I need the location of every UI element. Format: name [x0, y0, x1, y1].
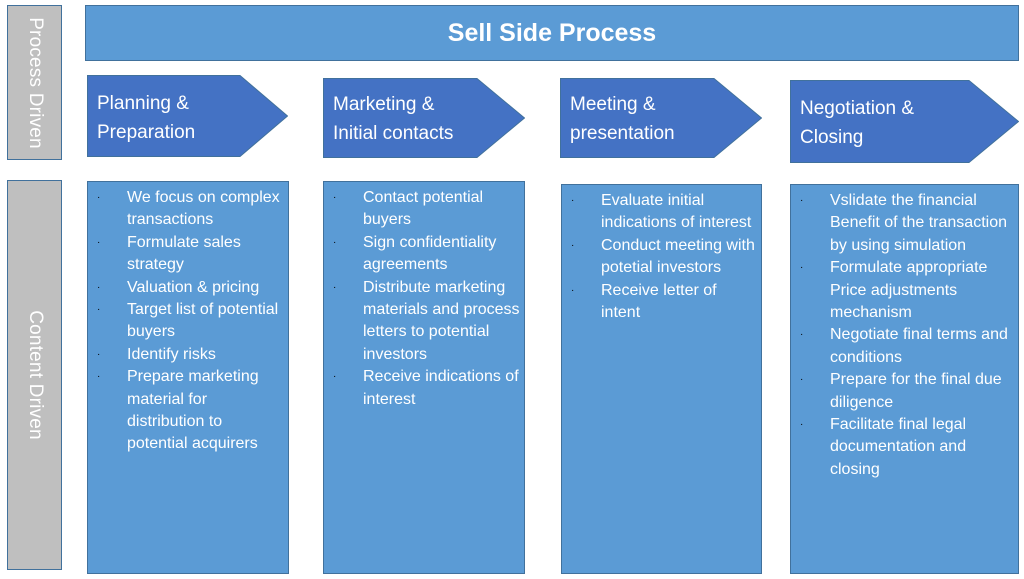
stage-arrow: Meeting & presentation: [560, 78, 762, 158]
list-item-text: Receive letter of intent: [601, 281, 717, 322]
bullet-icon: ·: [800, 195, 804, 206]
arrow-polygon: [87, 75, 288, 157]
process-driven-text: Process Driven: [24, 16, 46, 149]
process-driven-label: Process Driven: [7, 5, 62, 160]
list-item: · Formulate sales strategy: [88, 232, 288, 277]
list-item: · Valuation & pricing: [88, 277, 288, 299]
stage-title: Meeting & presentation: [570, 94, 675, 144]
list-item-text: Contact potential buyers: [363, 189, 484, 229]
arrow-polygon: [323, 78, 525, 158]
list-item: · Receive indications of interest: [324, 366, 524, 411]
list-item-text: Negotiate final terms and conditions: [830, 326, 1008, 366]
list-item: · Receive letter of intent: [562, 280, 761, 325]
title-banner: Sell Side Process: [85, 5, 1019, 61]
list-item: · Vslidate the financial Benefit of the t…: [791, 190, 1018, 257]
stage-task-list: · Evaluate initial indications of interes…: [562, 190, 761, 324]
arrow-polygon: [560, 78, 762, 158]
arrow-shape: [323, 78, 525, 158]
bullet-icon: ·: [97, 371, 101, 383]
stage-task-list: · Vslidate the financial Benefit of the t…: [791, 190, 1018, 481]
stage-arrow: Planning & Preparation: [87, 75, 288, 157]
bullet-icon: ·: [800, 262, 804, 274]
list-item: · Evaluate initial indications of interes…: [562, 190, 761, 235]
content-driven-text: Content Driven: [24, 310, 46, 440]
stage-title: Planning & Preparation: [97, 93, 196, 143]
stage-title: Marketing & Initial contacts: [333, 94, 454, 144]
list-item: · Negotiate final terms and conditions: [791, 324, 1018, 369]
list-item-text: Evaluate initial indications of interest: [601, 192, 752, 232]
list-item: · We focus on complex transactions: [88, 187, 288, 232]
list-item: · Target list of potential buyers: [88, 299, 288, 344]
arrow-shape: [87, 75, 288, 157]
list-item: · Contact potential buyers: [324, 187, 524, 232]
bullet-icon: ·: [333, 371, 337, 383]
stage-task-list: · Contact potential buyers · Sign confident…: [324, 187, 524, 411]
stage-content-box: · Evaluate initial indications of interes…: [561, 184, 762, 574]
list-item: · Prepare marketing material for distribu…: [88, 366, 288, 456]
bullet-icon: ·: [571, 239, 575, 251]
stage-arrow: Negotiation & Closing: [790, 80, 1019, 163]
list-item-text: Conduct meeting with potetial investors: [601, 236, 755, 277]
stage-content-box: · Contact potential buyers · Sign confident…: [323, 181, 525, 574]
list-item: · Formulate appropriate Price adjustments…: [791, 257, 1018, 324]
bullet-icon: ·: [97, 348, 101, 360]
list-item-text: We focus on complex transactions: [127, 189, 280, 229]
stage-content-box: · We focus on complex transactions · Formul…: [87, 181, 289, 574]
list-item-text: Facilitate final legal documentation and…: [830, 416, 967, 478]
bullet-icon: ·: [97, 281, 101, 293]
list-item: · Distribute marketing materials and proc…: [324, 277, 524, 367]
list-item-text: Formulate appropriate Price adjustments …: [830, 259, 988, 322]
stage-title: Negotiation & Closing: [800, 98, 915, 148]
content-driven-label: Content Driven: [7, 180, 62, 570]
list-item-text: Prepare marketing material for distribut…: [127, 368, 259, 453]
list-item: · Facilitate final legal documentation an…: [791, 414, 1018, 481]
list-item: · Identify risks: [88, 344, 288, 366]
bullet-icon: ·: [97, 236, 101, 248]
list-item-text: Prepare for the final due diligence: [830, 371, 1002, 411]
bullet-icon: ·: [97, 304, 101, 316]
list-item: · Conduct meeting with potetial investors: [562, 235, 761, 280]
diagram-title: Sell Side Process: [447, 18, 657, 47]
arrow-polygon: [790, 80, 1019, 163]
list-item-text: Target list of potential buyers: [127, 301, 279, 341]
bullet-icon: ·: [800, 374, 804, 386]
bullet-icon: ·: [333, 281, 337, 293]
bullet-icon: ·: [333, 192, 337, 203]
list-item-text: Sign confidentiality agreements: [363, 233, 497, 274]
list-item-text: Vslidate the financial Benefit of the tr…: [830, 192, 1007, 254]
stage-arrow: Marketing & Initial contacts: [323, 78, 525, 158]
bullet-icon: ·: [800, 329, 804, 341]
arrow-shape: [790, 80, 1019, 163]
bullet-icon: ·: [800, 419, 804, 431]
list-item: · Prepare for the final due diligence: [791, 369, 1018, 414]
bullet-icon: ·: [571, 195, 575, 206]
bullet-icon: ·: [97, 192, 101, 203]
stage-content-box: · Vslidate the financial Benefit of the t…: [790, 184, 1019, 574]
list-item: · Sign confidentiality agreements: [324, 232, 524, 277]
arrow-shape: [560, 78, 762, 158]
stage-task-list: · We focus on complex transactions · Formul…: [88, 187, 288, 456]
list-item-text: Valuation & pricing: [127, 278, 260, 296]
list-item-text: Formulate sales strategy: [127, 233, 241, 274]
bullet-icon: ·: [571, 284, 575, 296]
list-item-text: Receive indications of interest: [363, 368, 519, 408]
list-item-text: Distribute marketing materials and proce…: [363, 278, 520, 363]
bullet-icon: ·: [333, 236, 337, 248]
list-item-text: Identify risks: [127, 345, 216, 363]
